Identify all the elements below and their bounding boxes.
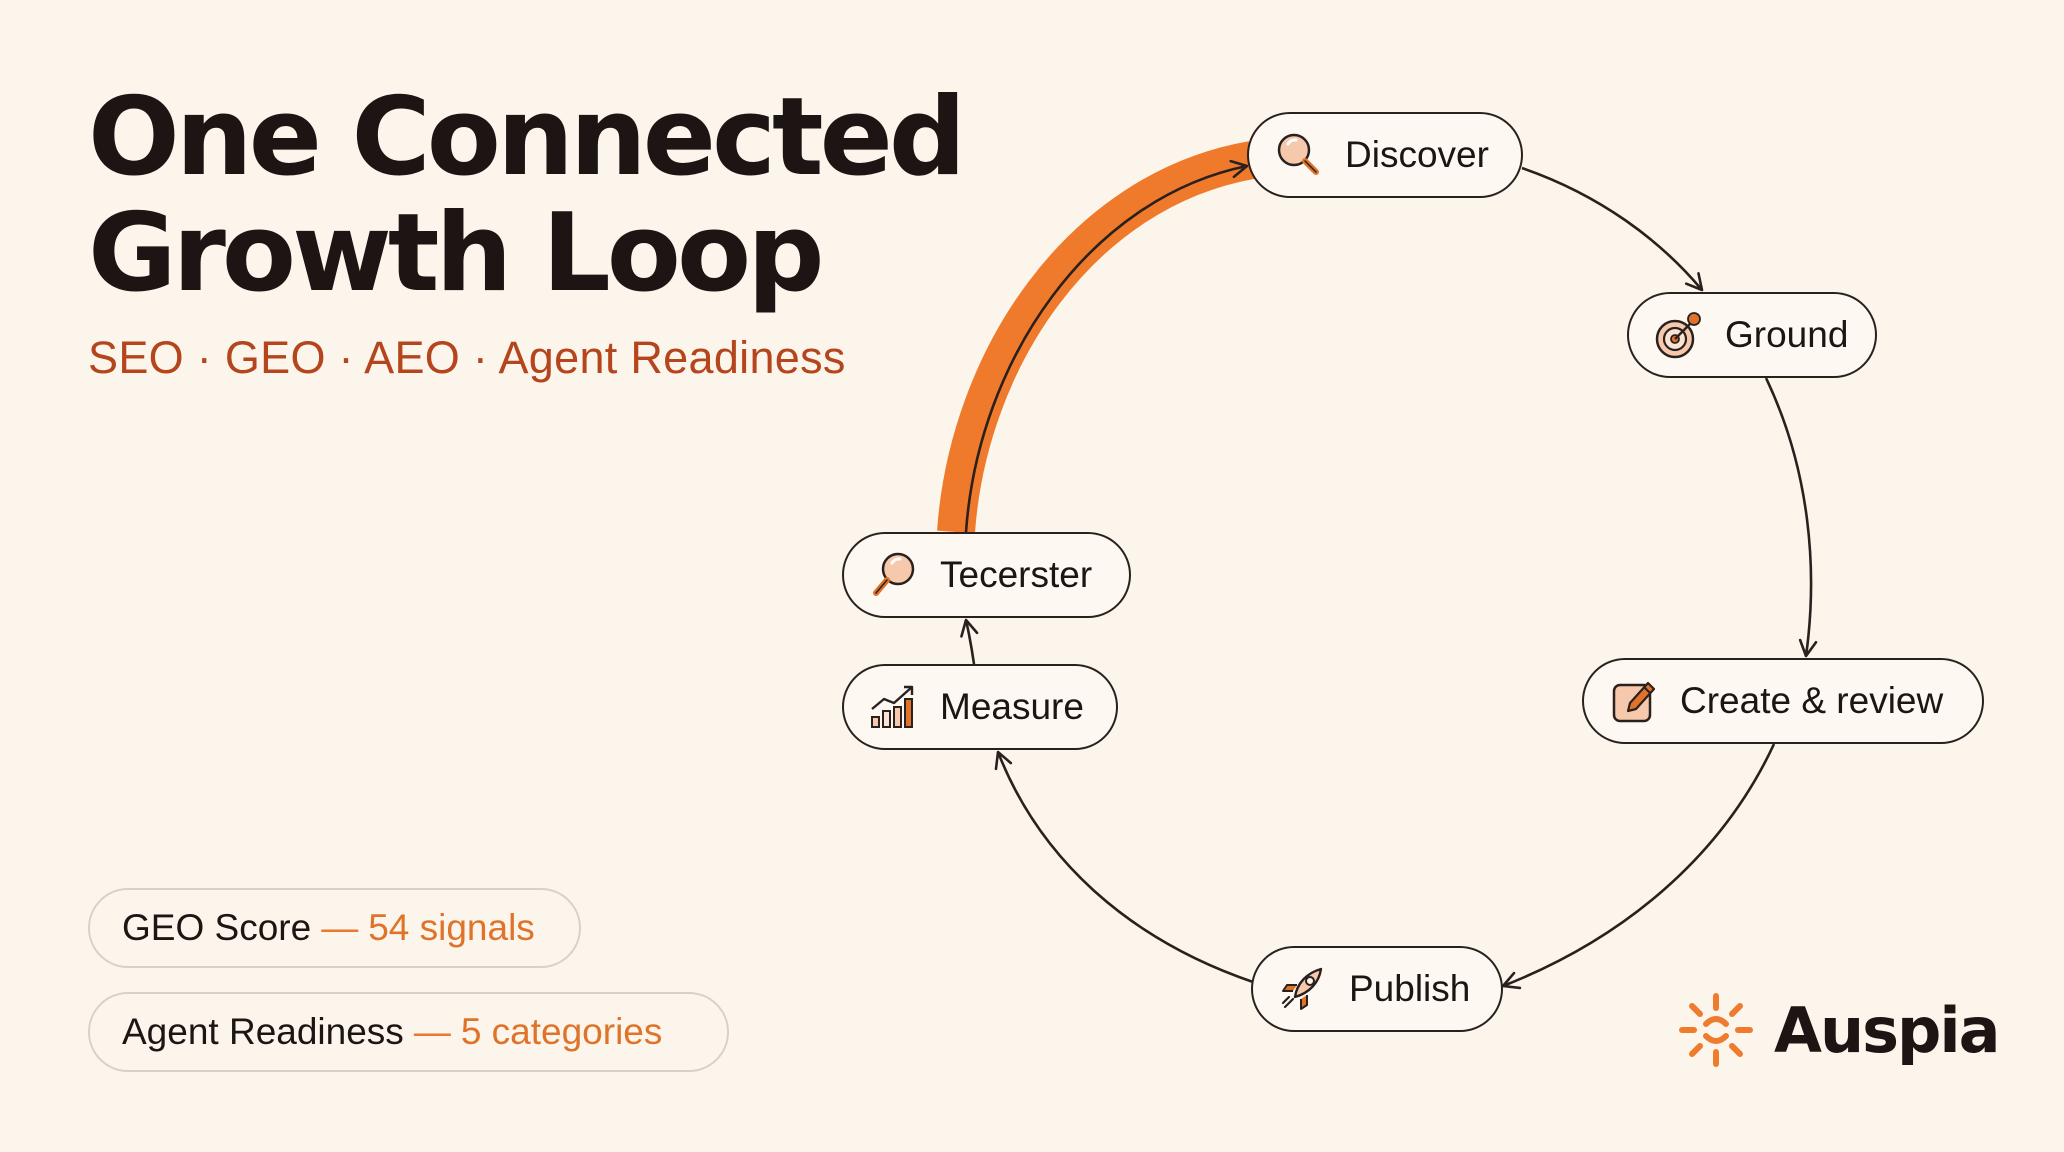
connector-ground-create	[1764, 377, 1818, 658]
loop-node-publish: Publish	[1251, 946, 1503, 1032]
connector-measure-tecerster	[960, 618, 979, 665]
stat-pill-agent-readiness: Agent Readiness — 5 categories	[88, 992, 729, 1072]
target-icon	[1651, 307, 1707, 363]
brand-logo: Auspia	[1676, 990, 2000, 1070]
loop-node-tecerster: Tecerster	[842, 532, 1131, 618]
loop-node-label: Create & review	[1680, 680, 1944, 721]
stat-label: Agent Readiness	[122, 1011, 404, 1052]
edit-icon	[1606, 673, 1662, 729]
page-title: One Connected Growth Loop	[88, 75, 966, 316]
title-line-2: Growth Loop	[88, 191, 825, 316]
stat-value: 54 signals	[368, 907, 535, 948]
auspia-logo-icon	[1676, 990, 1756, 1070]
rocket-icon	[1275, 961, 1331, 1017]
loop-node-label: Measure	[940, 686, 1084, 727]
connector-publish-measure	[994, 750, 1254, 984]
stat-separator: —	[321, 907, 359, 948]
page-subtitle: SEO · GEO · AEO · Agent Readiness	[88, 332, 846, 383]
highlight-arc	[937, 141, 1256, 534]
loop-node-discover: Discover	[1247, 112, 1523, 198]
title-line-1: One Connected	[88, 75, 966, 200]
loop-node-label: Discover	[1345, 134, 1489, 175]
loop-node-ground: Ground	[1627, 292, 1877, 378]
magnifier-icon	[1271, 127, 1327, 183]
connector-tecerster-discover	[964, 159, 1249, 533]
loop-node-label: Ground	[1725, 314, 1849, 355]
stat-pill-geo-score: GEO Score — 54 signals	[88, 888, 581, 968]
loop-node-create-review: Create & review	[1582, 658, 1984, 744]
stat-label: GEO Score	[122, 907, 312, 948]
stat-separator: —	[413, 1011, 451, 1052]
magnifier-icon	[866, 547, 922, 603]
loop-node-label: Publish	[1349, 968, 1471, 1009]
loop-node-measure: Measure	[842, 664, 1118, 750]
stat-value: 5 categories	[460, 1011, 663, 1052]
brand-name: Auspia	[1774, 993, 2000, 1067]
loop-node-label: Tecerster	[940, 554, 1093, 595]
connector-create-publish	[1501, 743, 1776, 990]
chart-icon	[866, 679, 922, 735]
connector-discover-ground	[1521, 166, 1704, 292]
